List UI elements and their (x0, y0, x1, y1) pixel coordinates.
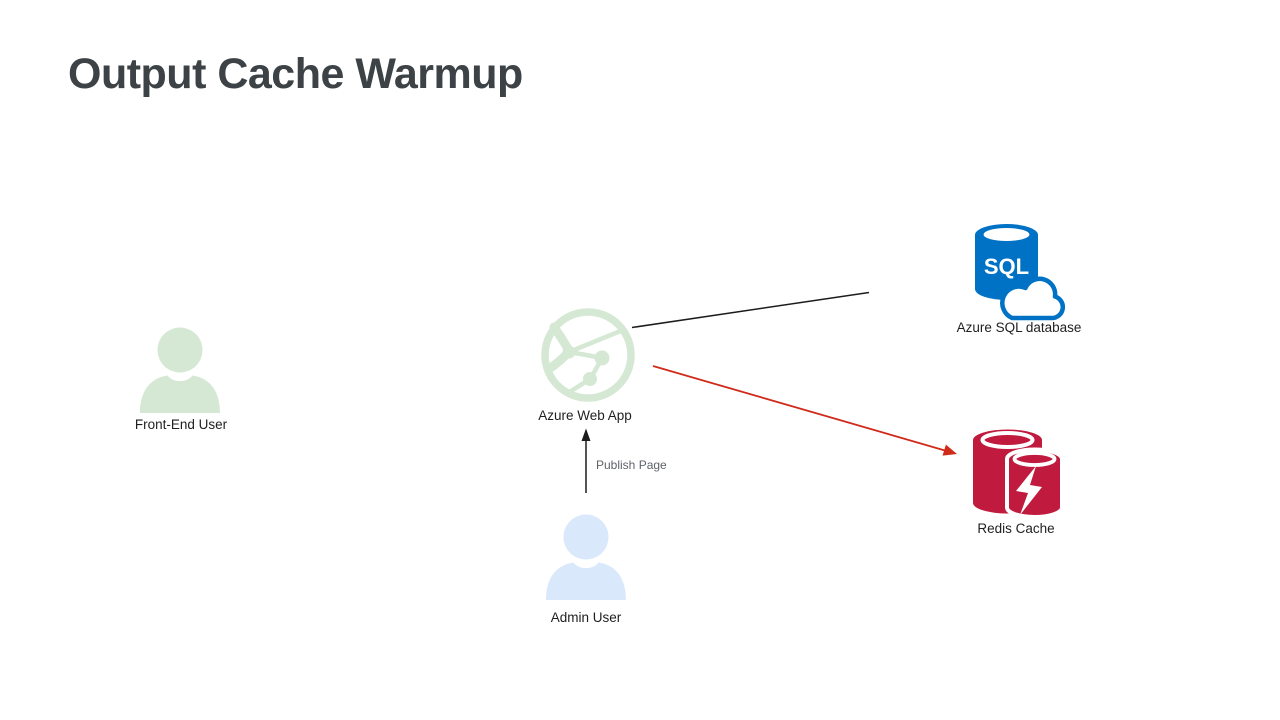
node-label-front-end-user: Front-End User (134, 417, 228, 432)
node-label-azure-sql-database: Azure SQL database (956, 320, 1082, 335)
slide-title: Output Cache Warmup (68, 50, 523, 98)
node-label-azure-web-app: Azure Web App (538, 408, 632, 423)
lightning-bolt-icon (1016, 466, 1042, 515)
node-azure-sql-database: SQL (975, 222, 1067, 322)
sql-database-cylinder-cloud-icon: SQL (975, 224, 1066, 321)
node-label-redis-cache: Redis Cache (977, 521, 1055, 536)
edge-webapp-to-redis-arrow (652, 365, 957, 456)
node-label-admin-user: Admin User (550, 610, 622, 625)
node-redis-cache (973, 428, 1064, 519)
edge-webapp-to-sql-line (631, 291, 870, 329)
web-app-globe-icon (541, 308, 635, 402)
person-icon (140, 327, 220, 413)
node-azure-web-app (541, 308, 635, 402)
redis-cache-cylinders-bolt-icon (973, 429, 1064, 519)
person-icon (546, 514, 626, 600)
cloud-icon (1000, 276, 1066, 321)
sql-icon-text: SQL (984, 254, 1029, 279)
edge-admin-to-webapp-arrow (581, 428, 591, 493)
edge-label-publish-page: Publish Page (596, 458, 667, 472)
node-admin-user (544, 514, 628, 600)
node-front-end-user (138, 327, 222, 413)
